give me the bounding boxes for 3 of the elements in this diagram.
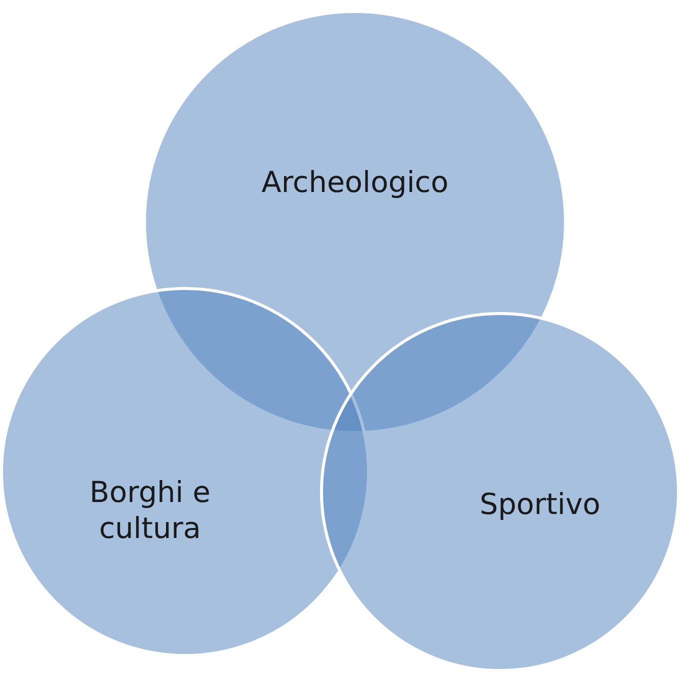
circle-label: Archeologico [260,164,450,200]
circle-label: Sportivo [478,486,602,522]
circle-label: Borghi e cultura [88,474,212,546]
